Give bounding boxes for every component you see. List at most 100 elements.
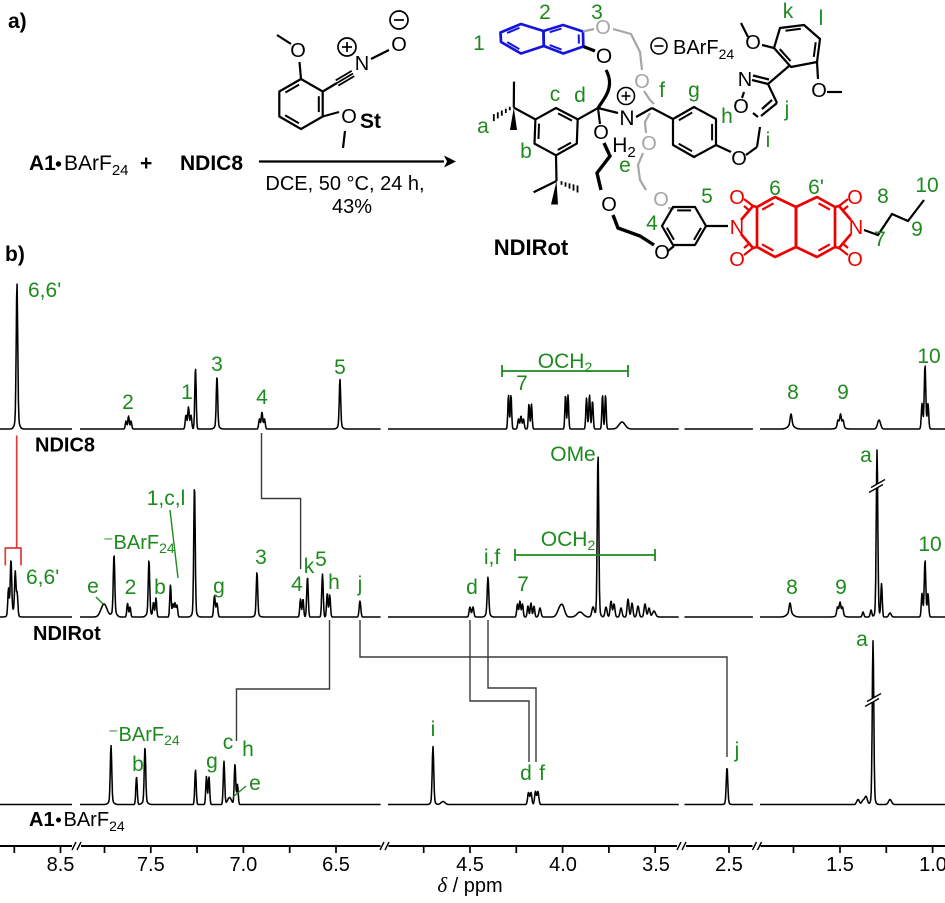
svg-text:NDIRot: NDIRot xyxy=(494,235,569,260)
svg-text:5: 5 xyxy=(315,548,327,571)
svg-text:7.0: 7.0 xyxy=(229,854,257,876)
svg-text:O: O xyxy=(634,71,650,93)
svg-text:8: 8 xyxy=(877,185,889,208)
svg-text:b: b xyxy=(132,753,144,776)
svg-text:O: O xyxy=(595,17,611,39)
svg-text:6: 6 xyxy=(769,177,781,200)
svg-text:a): a) xyxy=(8,10,27,33)
svg-text:O: O xyxy=(847,249,863,271)
svg-text:7: 7 xyxy=(516,372,528,395)
svg-text:9: 9 xyxy=(837,381,849,404)
svg-text:O: O xyxy=(596,45,612,68)
svg-text:j: j xyxy=(784,98,790,121)
svg-text:8: 8 xyxy=(787,381,799,404)
svg-text:b: b xyxy=(520,140,532,163)
svg-text:8: 8 xyxy=(786,576,798,599)
svg-text:1: 1 xyxy=(473,32,485,55)
svg-text:O: O xyxy=(811,80,827,102)
svg-text:O: O xyxy=(733,96,749,118)
svg-text:g: g xyxy=(688,79,700,102)
svg-text:b): b) xyxy=(5,243,25,266)
svg-text:a: a xyxy=(477,115,489,138)
svg-text:k: k xyxy=(783,0,794,23)
svg-text:O: O xyxy=(847,187,863,209)
svg-text:i,f: i,f xyxy=(484,546,501,569)
svg-text:j: j xyxy=(734,739,740,762)
svg-text:l: l xyxy=(819,7,824,30)
svg-text:2: 2 xyxy=(125,576,137,599)
svg-text:3: 3 xyxy=(211,353,223,376)
svg-text:O: O xyxy=(391,34,407,56)
svg-text:NDIC8: NDIC8 xyxy=(35,435,95,457)
svg-text:5: 5 xyxy=(701,185,713,208)
svg-text:a: a xyxy=(856,628,868,651)
svg-text:h: h xyxy=(721,105,733,128)
svg-text:f: f xyxy=(659,79,665,102)
svg-text:d: d xyxy=(574,84,586,107)
svg-text:d: d xyxy=(520,762,532,785)
svg-text:c: c xyxy=(223,731,234,754)
svg-text:O: O xyxy=(641,133,657,155)
svg-text:O: O xyxy=(654,242,670,264)
svg-text:1.5: 1.5 xyxy=(826,854,854,876)
svg-text:O: O xyxy=(729,249,745,271)
svg-text:7: 7 xyxy=(517,573,529,596)
svg-text:O: O xyxy=(593,122,609,144)
svg-text:h: h xyxy=(242,738,254,761)
svg-text:b: b xyxy=(154,576,166,599)
svg-text:9: 9 xyxy=(911,218,923,241)
svg-text:k: k xyxy=(304,555,315,578)
svg-text:NDIC8: NDIC8 xyxy=(180,152,243,175)
svg-text:c: c xyxy=(550,83,561,106)
svg-text:2.5: 2.5 xyxy=(715,854,743,876)
svg-text:j: j xyxy=(357,573,363,596)
svg-text:N: N xyxy=(619,107,634,130)
svg-text:2: 2 xyxy=(539,1,551,24)
svg-text:O: O xyxy=(601,194,617,216)
svg-text:6,6': 6,6' xyxy=(28,279,61,302)
svg-text:NDIRot: NDIRot xyxy=(33,623,101,645)
svg-text:2: 2 xyxy=(122,391,134,414)
svg-text:1.0: 1.0 xyxy=(919,854,945,876)
svg-text:O: O xyxy=(729,187,745,209)
svg-text:3.5: 3.5 xyxy=(642,854,670,876)
svg-text:3: 3 xyxy=(255,546,267,569)
svg-text:i: i xyxy=(431,718,436,741)
svg-text:OCH2: OCH2 xyxy=(541,528,596,553)
svg-text:10: 10 xyxy=(915,174,938,197)
svg-text:10: 10 xyxy=(917,345,940,368)
svg-text:A1: A1 xyxy=(29,809,55,831)
svg-text:O: O xyxy=(290,40,306,62)
svg-text:43%: 43% xyxy=(332,196,372,218)
svg-text:e: e xyxy=(619,154,631,177)
svg-text:O: O xyxy=(653,189,669,211)
svg-text:d: d xyxy=(466,576,478,599)
svg-text:h: h xyxy=(328,571,340,594)
svg-text:4.5: 4.5 xyxy=(456,854,484,876)
svg-text:e: e xyxy=(249,772,261,795)
svg-text:9: 9 xyxy=(835,576,847,599)
svg-text:4: 4 xyxy=(291,573,303,596)
svg-text:f: f xyxy=(539,762,545,785)
svg-text:10: 10 xyxy=(918,533,941,556)
svg-text:6,6': 6,6' xyxy=(26,566,59,589)
svg-text:1,c,l: 1,c,l xyxy=(147,487,186,510)
svg-text:i: i xyxy=(766,129,771,152)
svg-text:O: O xyxy=(341,106,357,128)
svg-text:8.5: 8.5 xyxy=(47,854,75,876)
svg-text:4: 4 xyxy=(256,386,268,409)
svg-text:6': 6' xyxy=(808,176,824,199)
svg-text:a: a xyxy=(860,444,872,467)
svg-text:N: N xyxy=(355,53,369,75)
svg-text:O: O xyxy=(731,148,747,170)
svg-text:DCE, 50 °C, 24 h,: DCE, 50 °C, 24 h, xyxy=(265,173,424,195)
svg-text:5: 5 xyxy=(334,356,346,379)
svg-text:N: N xyxy=(738,69,752,91)
svg-text:4: 4 xyxy=(646,212,658,235)
svg-text:δ / ppm: δ / ppm xyxy=(437,873,502,897)
svg-text:+: + xyxy=(140,152,152,175)
svg-text:St: St xyxy=(360,110,381,133)
svg-text:1: 1 xyxy=(181,381,193,404)
svg-text:OMe: OMe xyxy=(550,443,596,466)
svg-text:7: 7 xyxy=(874,228,886,251)
